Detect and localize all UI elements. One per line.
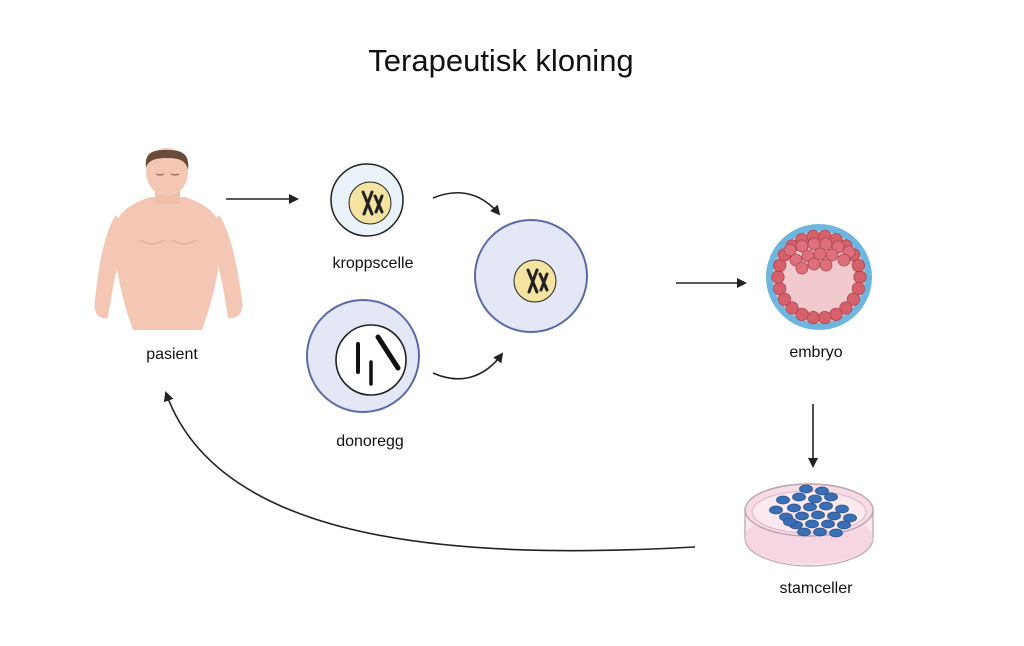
embryo-cell (806, 310, 820, 325)
donor-egg-label: donoregg (336, 433, 404, 450)
arrow-donor-egg-to-fused-cell (432, 352, 504, 380)
chromosome-icon (526, 268, 549, 294)
fused-cell (474, 219, 588, 333)
stem-cell (827, 511, 841, 521)
stem-cells (769, 484, 857, 538)
stem-cell (805, 519, 819, 529)
stem-cell (837, 520, 851, 530)
stem-cell (795, 511, 809, 521)
embryo-cell (839, 301, 853, 315)
stem-cell (787, 503, 801, 513)
embryo-cell (795, 261, 809, 275)
patient-label: pasient (146, 346, 198, 363)
patient-figure (94, 148, 243, 330)
stem-cell (811, 510, 825, 520)
stem-cell (813, 527, 827, 537)
embryo-cell (837, 253, 851, 267)
arrow-stem-cells-to-patient (163, 391, 696, 552)
chromosome-icon (361, 190, 384, 216)
stem-cell (824, 492, 838, 502)
embryo-cell (771, 270, 785, 284)
body-cell-nucleus (348, 181, 392, 225)
embryo-cell (785, 301, 799, 315)
embryo-cell (846, 292, 861, 306)
embryo-label: embryo (789, 344, 842, 361)
donor-egg (306, 299, 420, 413)
stem-cell (819, 501, 833, 511)
arrow-body-cell-to-fused-cell (432, 192, 501, 216)
stem-cell (808, 494, 822, 504)
stem-cell (815, 486, 829, 496)
stem-cell (803, 502, 817, 512)
stem-cell (821, 519, 835, 529)
embryo-cell (783, 243, 797, 257)
stem-cell (783, 517, 797, 527)
embryo-cell (818, 310, 832, 325)
body-cell (330, 163, 404, 237)
petri-dish (744, 483, 874, 567)
embryo (766, 224, 872, 330)
embryo-cell (795, 307, 809, 321)
page-title: Terapeutisk kloning (368, 43, 633, 78)
stem-cells-label: stamceller (780, 580, 854, 597)
embryo-cell (807, 257, 821, 271)
fused-cell-nucleus (513, 259, 557, 303)
embryo-cell (773, 281, 787, 296)
stem-cell (792, 492, 806, 502)
embryo-cell (829, 307, 843, 321)
body-cell-label: kroppscelle (333, 255, 414, 272)
stem-cell (797, 527, 811, 537)
embryo-cell (851, 258, 865, 273)
stem-cell (829, 528, 843, 538)
donor-egg-nucleus (335, 324, 407, 396)
embryo-cell (819, 258, 833, 272)
embryo-cell (853, 270, 867, 284)
stem-cell (776, 495, 790, 505)
stem-cell (769, 505, 783, 515)
stem-cell (799, 484, 813, 494)
stem-cell (835, 504, 849, 514)
embryo-cell (825, 248, 839, 262)
embryo-cell (819, 237, 833, 251)
chromosome-icon (356, 334, 401, 386)
stem-cell (843, 513, 857, 523)
embryo-inner-cell-mass (783, 237, 856, 275)
